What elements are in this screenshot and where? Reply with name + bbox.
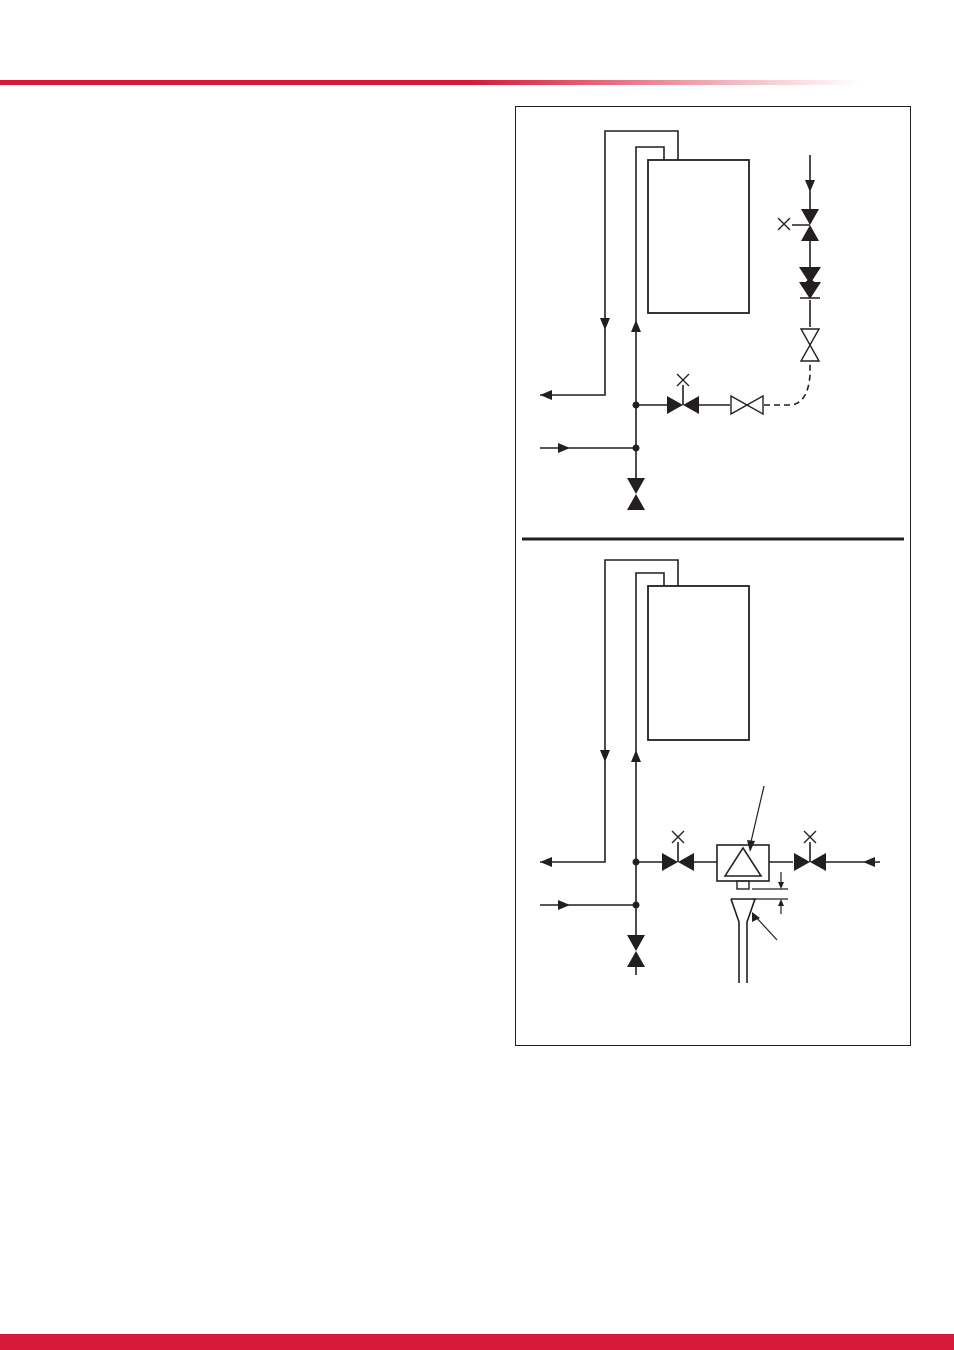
return-inlet-arrow-lower bbox=[558, 900, 570, 910]
upper-diagram bbox=[540, 131, 820, 478]
flow-pipe-outer bbox=[540, 131, 678, 395]
outlet-arrow-lower bbox=[540, 857, 552, 867]
filling-loop-dashed bbox=[764, 362, 810, 405]
flow-arrow-down bbox=[600, 318, 610, 330]
return-arrow-up-lower bbox=[631, 750, 641, 762]
boiler-unit-upper bbox=[648, 160, 749, 313]
return-arrow-up bbox=[631, 320, 641, 332]
leader-tundish bbox=[755, 916, 777, 940]
double-check-valve bbox=[799, 267, 821, 299]
flow-pipe-inner bbox=[636, 147, 664, 448]
filling-valve-vertical bbox=[801, 329, 819, 361]
return-inlet-arrow bbox=[558, 443, 570, 453]
drain-valve-lower bbox=[627, 935, 645, 967]
flow-pipe-inner-lower bbox=[636, 573, 664, 905]
mains-inlet-arrow bbox=[805, 180, 815, 192]
mains-inlet-arrow-lower bbox=[863, 857, 875, 867]
lower-diagram bbox=[540, 560, 880, 983]
filling-valve-horizontal bbox=[731, 396, 763, 414]
leader-backflow bbox=[750, 786, 764, 846]
tundish bbox=[731, 899, 755, 983]
boiler-unit-lower bbox=[648, 586, 749, 740]
drain-valve-upper bbox=[627, 478, 645, 510]
flow-arrow-down-lower bbox=[600, 750, 610, 762]
outlet-arrow bbox=[540, 390, 552, 400]
flow-pipe-outer-lower bbox=[540, 560, 678, 862]
